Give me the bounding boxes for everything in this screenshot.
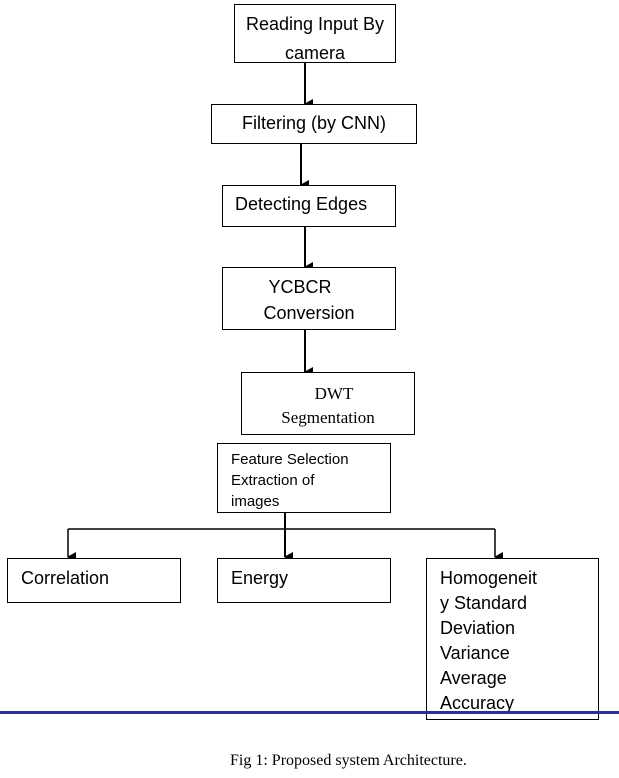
node-feature-selection-line-2: Extraction of [231,472,315,489]
node-energy-label: Energy [231,568,289,588]
figure-caption: Fig 1: Proposed system Architecture. [230,752,467,769]
node-dwt-line-1: DWT [314,384,354,403]
page-divider [0,711,619,714]
node-correlation-label: Correlation [21,568,110,588]
node-reading-input-line-1: Reading Input By [245,14,385,34]
node-detecting-edges-label: Detecting Edges [235,194,368,214]
node-homogeneity: Homogeneit y Standard Deviation Variance… [426,558,599,720]
node-detecting-edges: Detecting Edges [222,185,396,227]
node-dwt-line-2: Segmentation [281,408,375,427]
node-energy: Energy [217,558,391,603]
node-homogeneity-line-2: y Standard [440,593,528,613]
node-filtering-label: Filtering (by CNN) [241,113,387,133]
node-reading-input-line-2: camera [284,43,346,63]
node-reading-input: Reading Input By camera [234,4,396,63]
node-homogeneity-line-6: Accuracy [440,693,515,713]
node-dwt: DWT Segmentation [241,372,415,435]
node-filtering: Filtering (by CNN) [211,104,417,144]
node-feature-selection-line-3: images [231,493,280,510]
node-correlation: Correlation [7,558,181,603]
node-homogeneity-line-3: Deviation [440,618,516,638]
node-ycbcr-line-1: YCBCR [268,277,332,297]
node-ycbcr-line-2: Conversion [263,303,355,323]
node-feature-selection-line-1: Feature Selection [231,451,349,468]
node-homogeneity-line-5: Average [440,668,507,688]
node-feature-selection: Feature Selection Extraction of images [217,443,391,513]
node-ycbcr: YCBCR Conversion [222,267,396,330]
node-homogeneity-line-1: Homogeneit [440,568,538,588]
node-homogeneity-line-4: Variance [440,643,510,663]
